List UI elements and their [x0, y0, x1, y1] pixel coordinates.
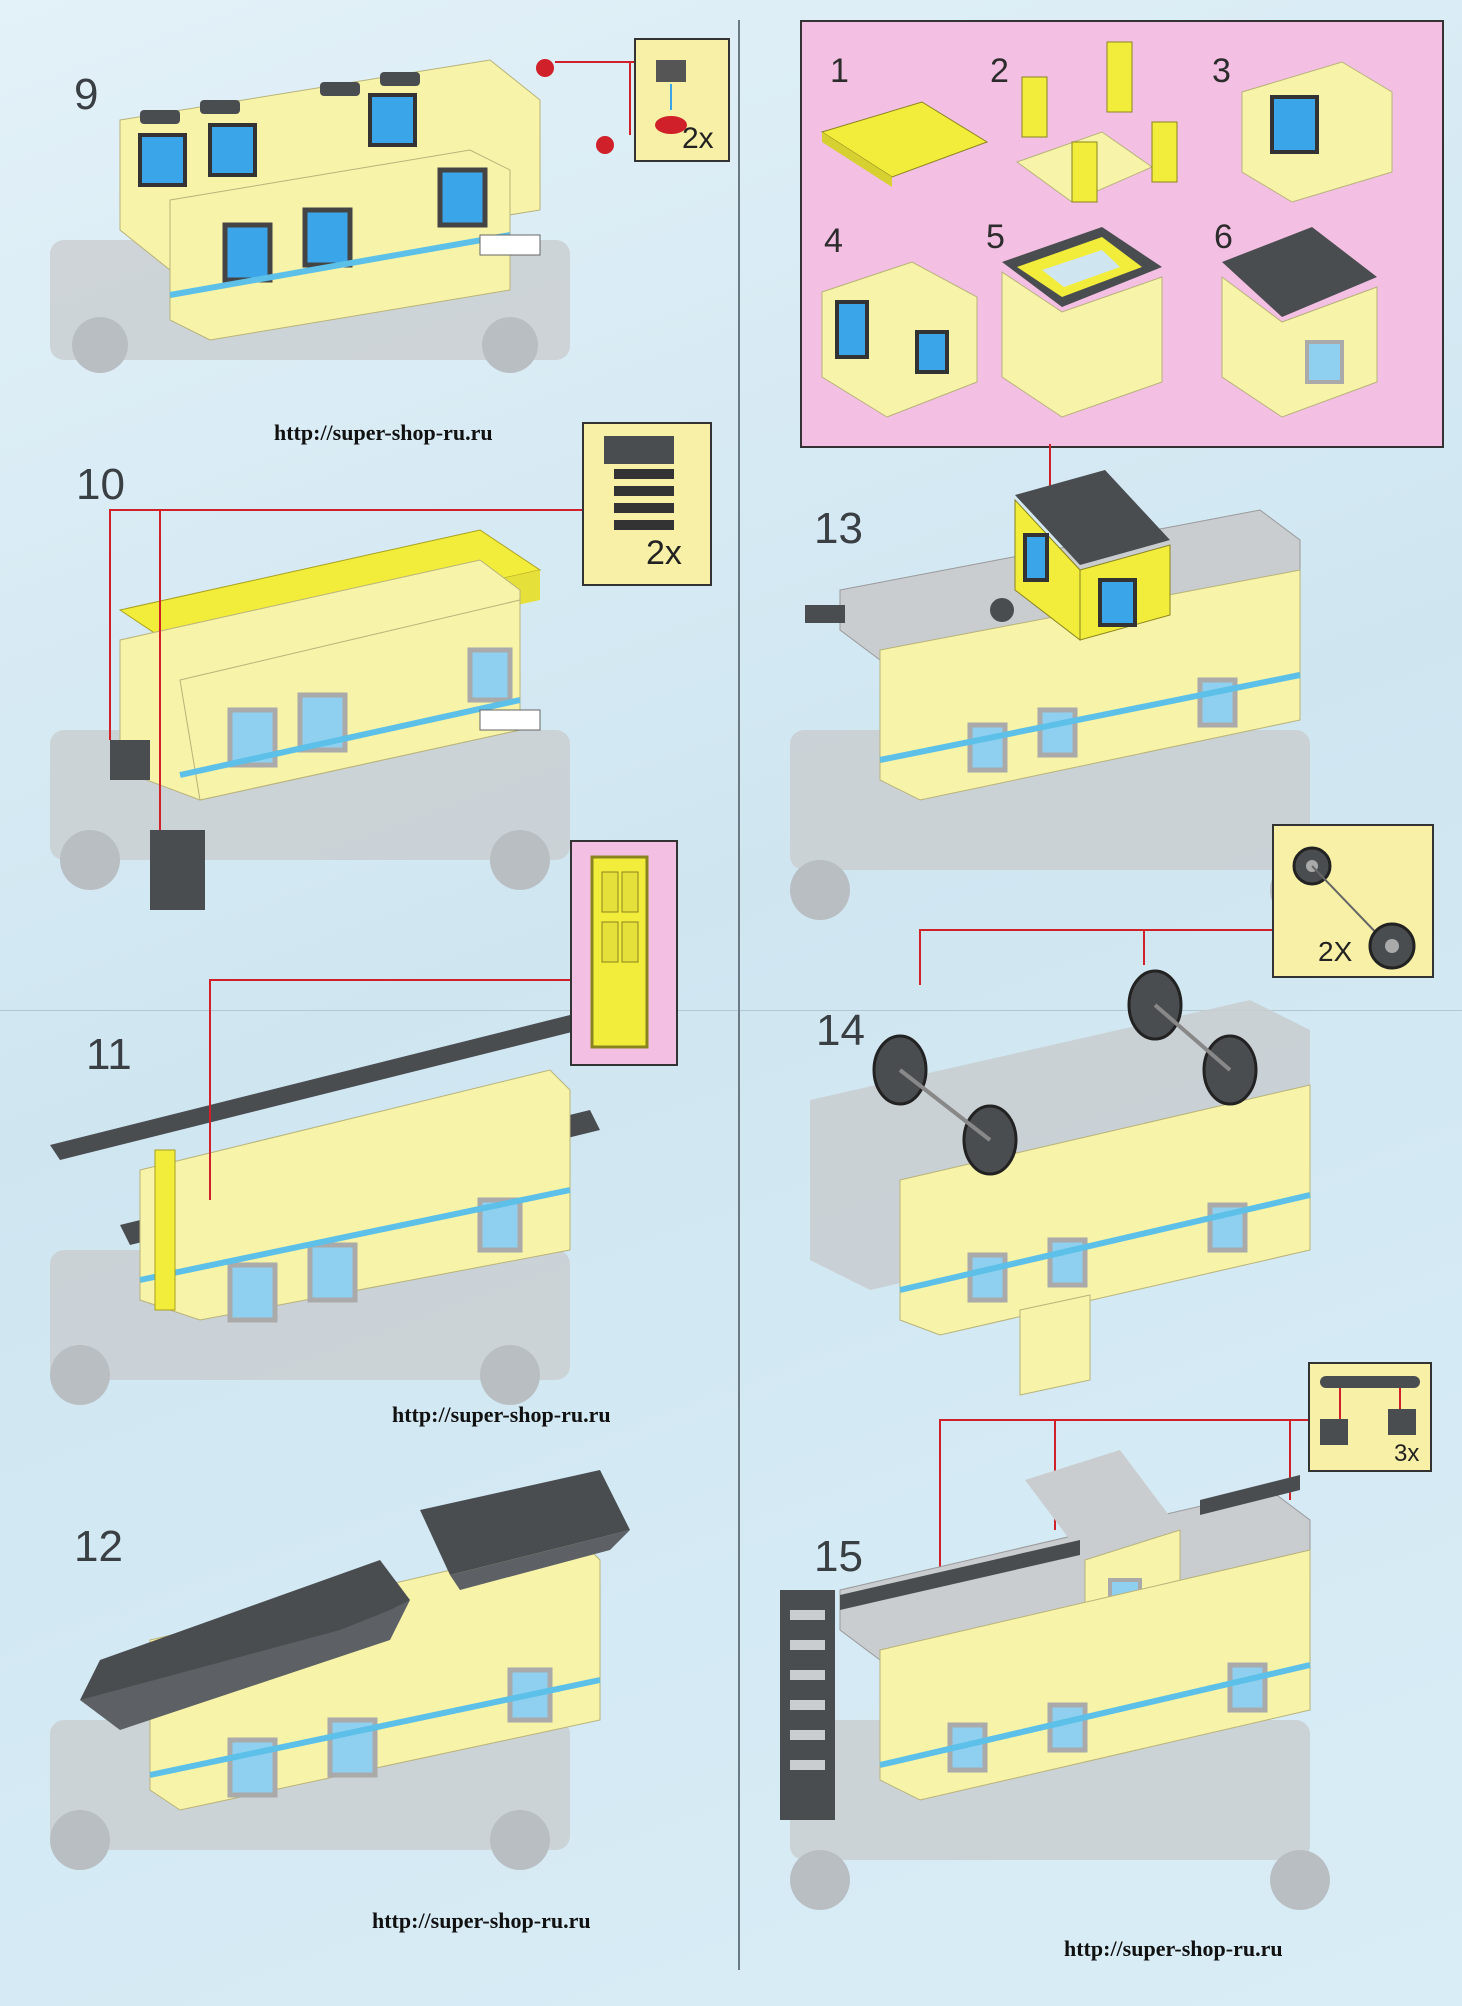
step-14-illustration: [810, 929, 1311, 1396]
step-number-9: 9: [74, 70, 99, 119]
substep-number-1: 1: [830, 52, 849, 90]
substep-number-5: 5: [986, 218, 1005, 256]
substep-number-3: 3: [1212, 52, 1231, 90]
paper-fold-line: [0, 1010, 1462, 1011]
callout-quantity-9: 2x: [682, 122, 714, 155]
step-number-14: 14: [816, 1006, 865, 1055]
callout-quantity-10: 2x: [646, 534, 682, 572]
step-15-illustration: [780, 1419, 1330, 1910]
substep-number-6: 6: [1214, 218, 1233, 256]
step-10-illustration: [50, 509, 640, 910]
step-number-10: 10: [76, 460, 125, 509]
railing-part-icon: [1320, 1376, 1420, 1445]
coupler-part-icon: [655, 60, 687, 134]
step-number-13: 13: [814, 504, 863, 553]
source-url-2: http://super-shop-ru.ru: [392, 1402, 611, 1427]
source-url-4: http://super-shop-ru.ru: [1064, 1936, 1283, 1961]
door-part-icon: [590, 855, 649, 1049]
parts-callout-15: 3x: [1308, 1362, 1432, 1472]
parts-callout-9: 2x: [634, 38, 730, 162]
column-divider: [738, 20, 740, 1970]
step-number-15: 15: [814, 1532, 863, 1581]
source-url-3: http://super-shop-ru.ru: [372, 1908, 591, 1933]
step-number-11: 11: [86, 1030, 132, 1079]
ladder-part-icon: [604, 436, 674, 530]
source-url-1: http://super-shop-ru.ru: [274, 420, 493, 445]
step-12-illustration: [50, 1470, 630, 1870]
parts-callout-11: [570, 840, 678, 1066]
wheelset-part-icon: [1292, 846, 1416, 970]
substep-number-4: 4: [824, 222, 843, 260]
callout-quantity-14: 2X: [1318, 936, 1353, 967]
cabin-subassembly-illustrations: [820, 41, 1393, 418]
substep-number-2: 2: [990, 52, 1009, 90]
step-number-12: 12: [74, 1522, 123, 1571]
parts-callout-10: 2x: [582, 422, 712, 586]
parts-callout-14: 2X: [1272, 824, 1434, 978]
step-9-illustration: [50, 59, 680, 373]
cabin-subassembly-panel: 1 2 3 4 5 6: [800, 20, 1444, 448]
callout-quantity-15: 3x: [1394, 1440, 1420, 1467]
step-11-illustration: [50, 979, 600, 1405]
